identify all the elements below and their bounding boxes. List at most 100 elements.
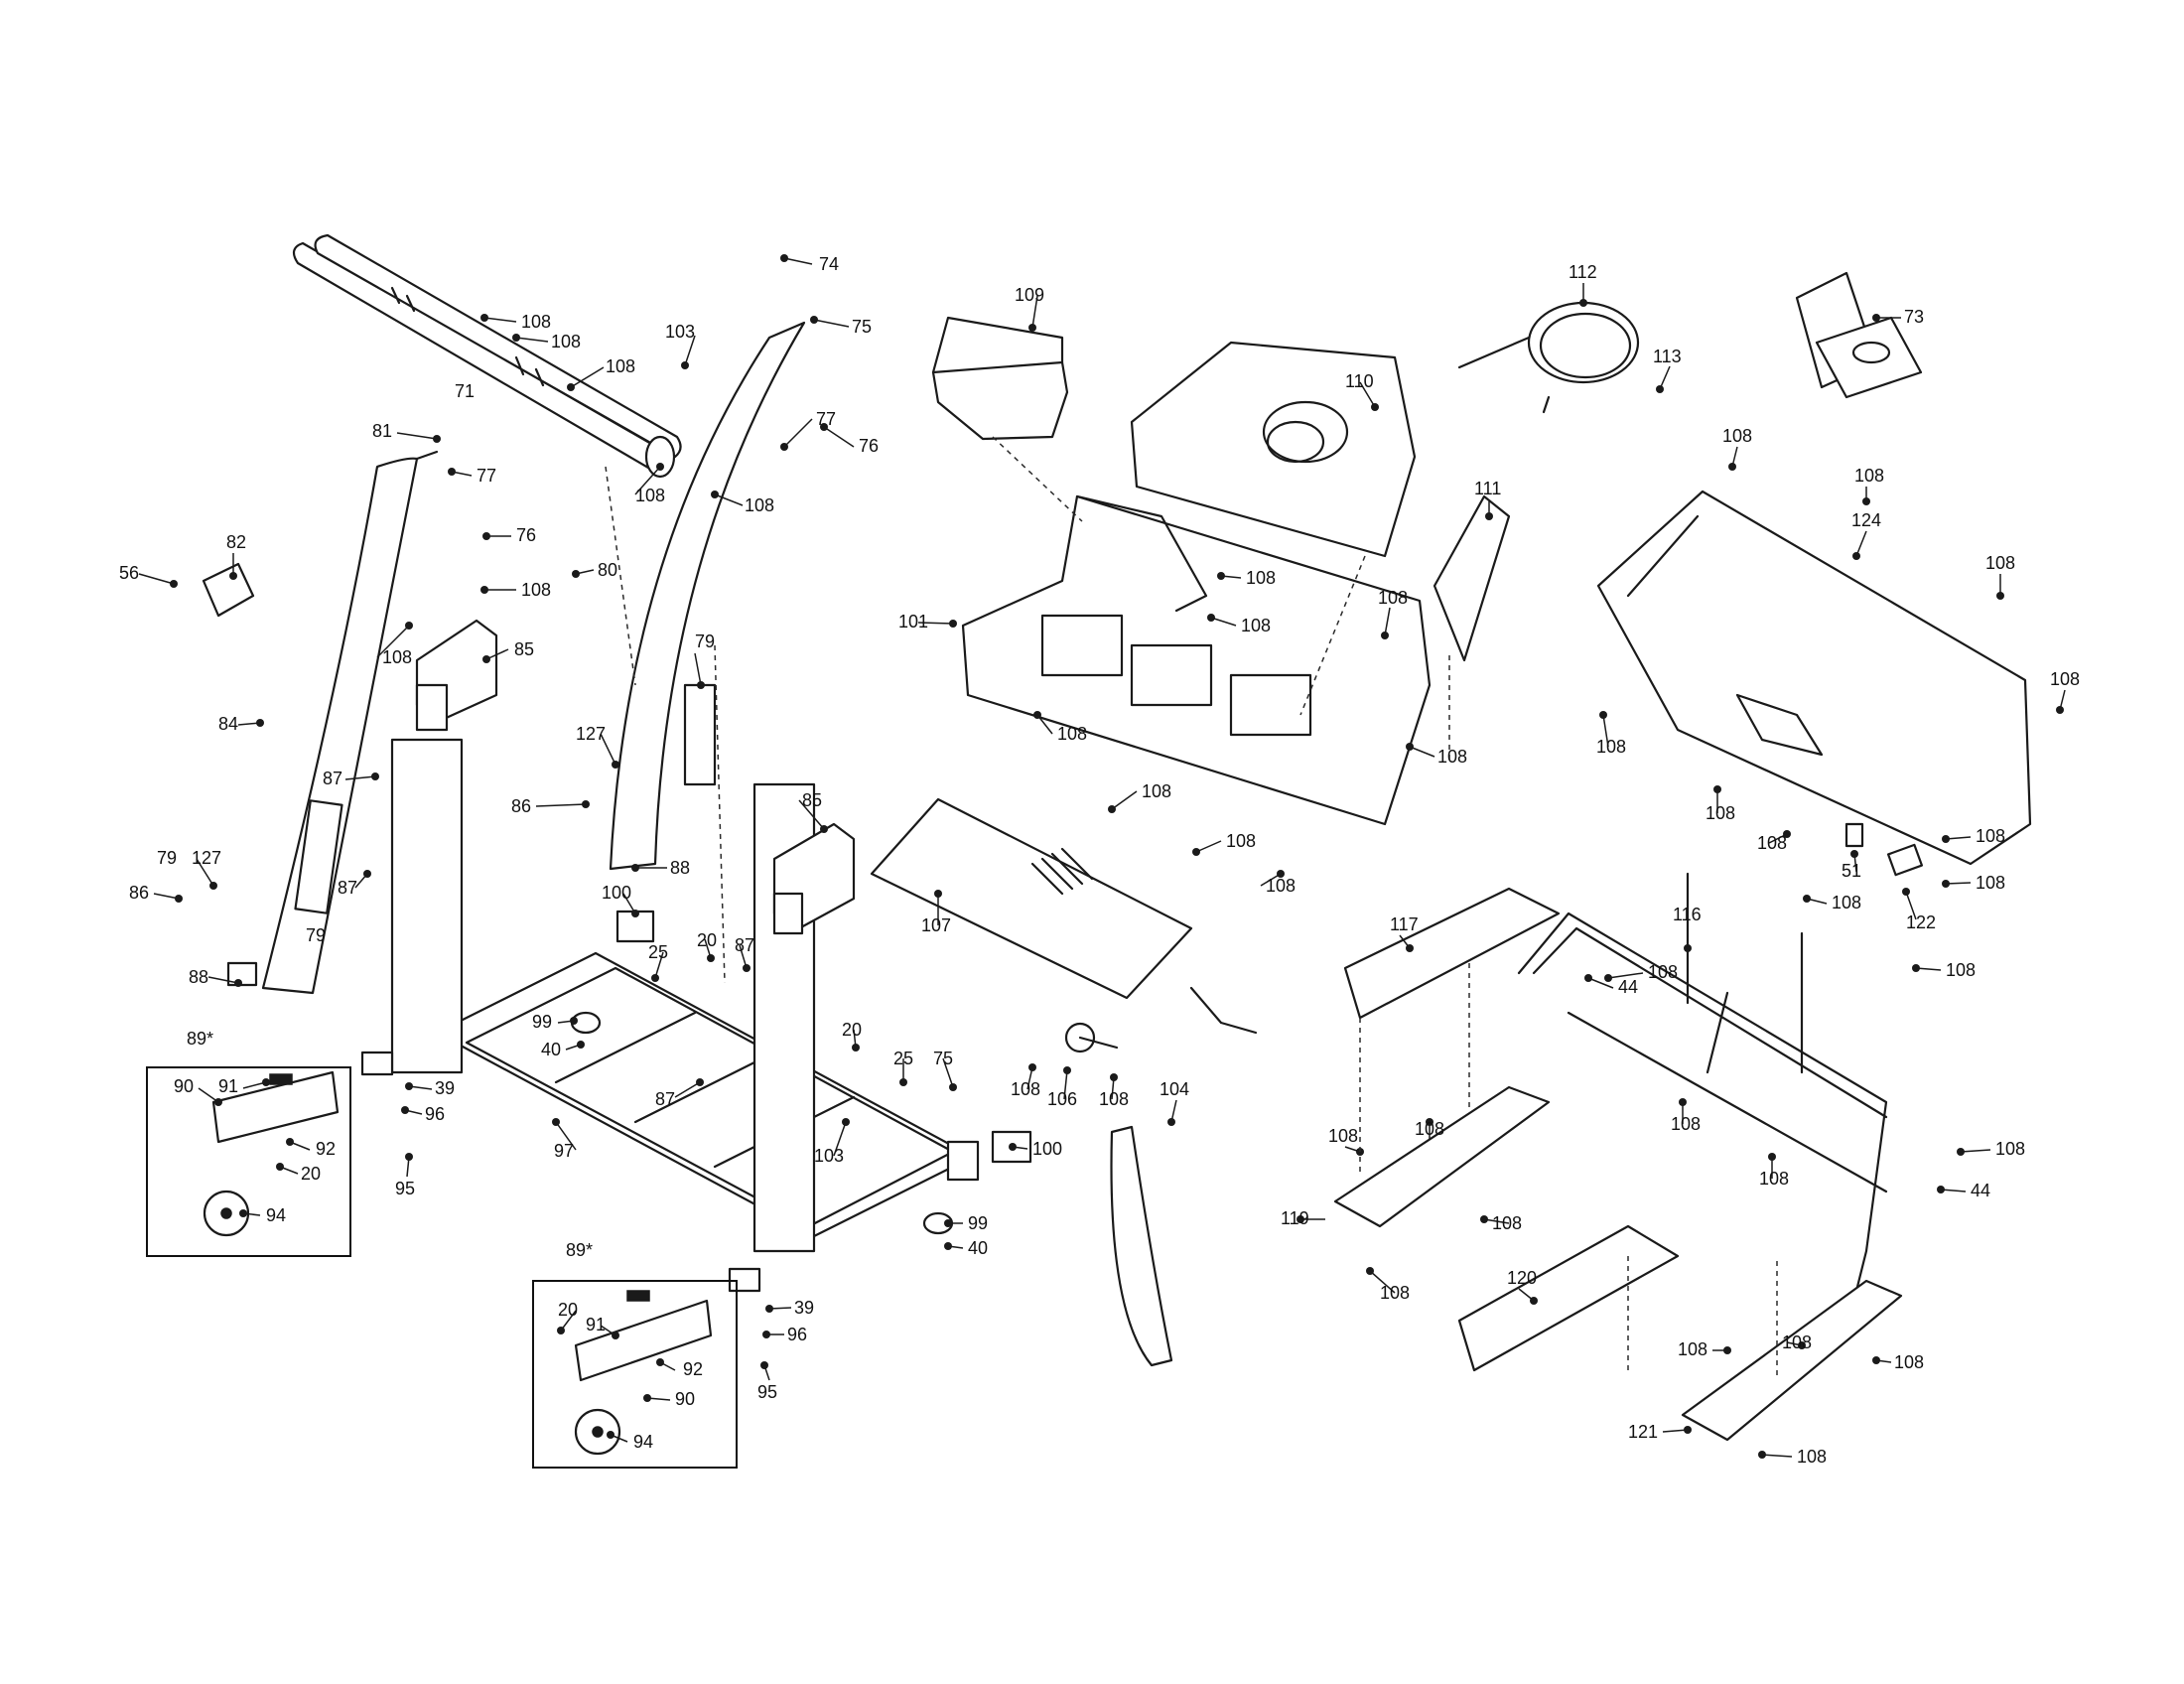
label-120: 120 [1507, 1268, 1537, 1288]
fastener-dot [762, 1331, 770, 1338]
fastener-dot [1912, 964, 1920, 972]
fastener-dot [1852, 552, 1860, 560]
fastener-dot [405, 1153, 413, 1161]
center-upright [609, 321, 806, 871]
leader-line [344, 775, 376, 780]
label-20: 20 [842, 1020, 862, 1040]
label-108: 108 [1782, 1333, 1812, 1352]
label-108: 108 [2050, 669, 2080, 689]
fastener-dot [582, 800, 590, 808]
fastener-dot [1937, 1186, 1945, 1193]
fastener-dot [681, 361, 689, 369]
side-cover-left [415, 619, 498, 732]
label-91: 91 [218, 1076, 238, 1096]
fastener-dot [1277, 870, 1285, 878]
fastener-dot [1723, 1346, 1731, 1354]
fastener-dot [1366, 1267, 1374, 1275]
label-108: 108 [635, 486, 665, 505]
fastener-dot [1604, 974, 1612, 982]
accessory-tray [931, 360, 1069, 441]
label-39: 39 [435, 1078, 455, 1098]
fastener-dot [1192, 848, 1200, 856]
fastener-dot [631, 910, 639, 917]
leader-line [714, 493, 744, 506]
leader-line [196, 858, 214, 887]
label-87: 87 [323, 769, 342, 788]
leader-line [483, 317, 517, 323]
fastener-dot [820, 825, 828, 833]
fastener-dot [651, 974, 659, 982]
label-97: 97 [554, 1141, 574, 1161]
cable [1457, 301, 1640, 414]
fastener-dot [780, 443, 788, 451]
label-25: 25 [648, 942, 668, 962]
label-82: 82 [226, 532, 246, 552]
fastener-dot [1297, 1215, 1304, 1223]
leader-line [942, 1057, 954, 1088]
handrail-tube [292, 233, 682, 479]
label-94: 94 [266, 1205, 286, 1225]
label-108: 108 [1246, 568, 1276, 588]
label-122: 122 [1906, 912, 1936, 932]
fastener-dot [810, 316, 818, 324]
label-108: 108 [1057, 724, 1087, 744]
label-108: 108 [1328, 1126, 1358, 1146]
fastener-dot [170, 580, 178, 588]
label-91: 91 [586, 1315, 606, 1334]
leader-line [1905, 891, 1917, 920]
label-94: 94 [633, 1432, 653, 1452]
label-88: 88 [189, 967, 208, 987]
label-108: 108 [551, 332, 581, 351]
manual-cd [1795, 271, 1923, 399]
fastener-dot [949, 1083, 957, 1091]
fastener-dot [1579, 299, 1587, 307]
label-103: 103 [814, 1146, 844, 1166]
fastener-dot [1713, 785, 1721, 793]
leader-line [600, 733, 616, 766]
label-79: 79 [695, 632, 715, 651]
fastener-dot [612, 761, 619, 769]
rear-shroud [1596, 490, 2032, 866]
fastener-dot [1028, 324, 1036, 332]
label-90: 90 [675, 1389, 695, 1409]
fastener-dot [1942, 880, 1950, 888]
bracket-left [294, 799, 343, 914]
leader-line [674, 1081, 701, 1098]
label-127: 127 [576, 724, 606, 744]
wheel-kit-box-left [146, 1066, 351, 1257]
fastener-dot [1872, 314, 1880, 322]
label-40: 40 [968, 1238, 988, 1258]
label-71: 71 [455, 381, 475, 401]
fastener-dot [175, 895, 183, 903]
fastener-dot [256, 719, 264, 727]
fastener-dot [934, 890, 942, 898]
label-20: 20 [301, 1164, 321, 1184]
leader-line [1111, 790, 1138, 810]
fastener-dot [760, 1361, 768, 1369]
label-108: 108 [521, 580, 551, 600]
leader-line [634, 466, 661, 495]
fastener-dot [1028, 1063, 1036, 1071]
fastener-dot [1108, 805, 1116, 813]
fastener-dot [656, 463, 664, 471]
label-108: 108 [1596, 737, 1626, 757]
fastener-dot [567, 383, 575, 391]
leader-line [535, 803, 587, 807]
leader-line [570, 366, 605, 388]
fastener-dot [1679, 1098, 1687, 1106]
fastener-dot [1850, 850, 1858, 858]
label-99: 99 [968, 1213, 988, 1233]
label-108: 108 [1415, 1119, 1444, 1139]
label-108: 108 [1976, 873, 2005, 893]
fastener-dot [371, 772, 379, 780]
leader-line [783, 257, 813, 265]
fastener-dot [1110, 1073, 1118, 1081]
fastener-dot [707, 954, 715, 962]
label-92: 92 [316, 1139, 336, 1159]
fastener-dot [1207, 614, 1215, 622]
wheel-kit-left [203, 1070, 340, 1237]
label-108: 108 [1976, 826, 2005, 846]
label-108: 108 [606, 356, 635, 376]
fastener-dot [944, 1219, 952, 1227]
label-108: 108 [1648, 962, 1678, 982]
